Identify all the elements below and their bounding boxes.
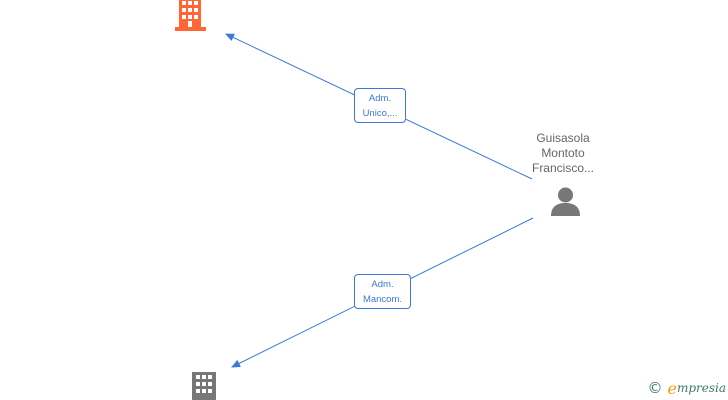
building-icon (175, 0, 206, 31)
brand-watermark[interactable]: © e mpresia (647, 378, 726, 398)
person-name-line-2: Montoto (541, 146, 585, 160)
person-icon (551, 187, 580, 216)
person-name-label[interactable]: Guisasola Montoto Francisco... (513, 131, 613, 176)
company-node-bottom[interactable] (190, 371, 218, 400)
edge-label-bottom-line-2: Mancom. (362, 294, 403, 305)
copyright-icon: © (647, 379, 663, 397)
brand-logo-mark: e (667, 378, 677, 398)
edge-label-bottom[interactable]: Adm. Mancom. (354, 274, 411, 309)
person-node[interactable] (550, 187, 581, 217)
brand-logo-word: mpresia (676, 381, 726, 395)
edge-label-top-line-2: Unico,... (362, 108, 398, 119)
edge-label-top-line-1: Adm. (368, 93, 392, 104)
building-icon (192, 372, 216, 400)
edge-label-top[interactable]: Adm. Unico,... (354, 88, 406, 123)
person-name-line-3: Francisco... (531, 161, 594, 175)
person-name-line-1: Guisasola (536, 131, 590, 145)
company-node-top[interactable] (174, 0, 207, 31)
edge-label-bottom-line-1: Adm. (371, 279, 394, 290)
